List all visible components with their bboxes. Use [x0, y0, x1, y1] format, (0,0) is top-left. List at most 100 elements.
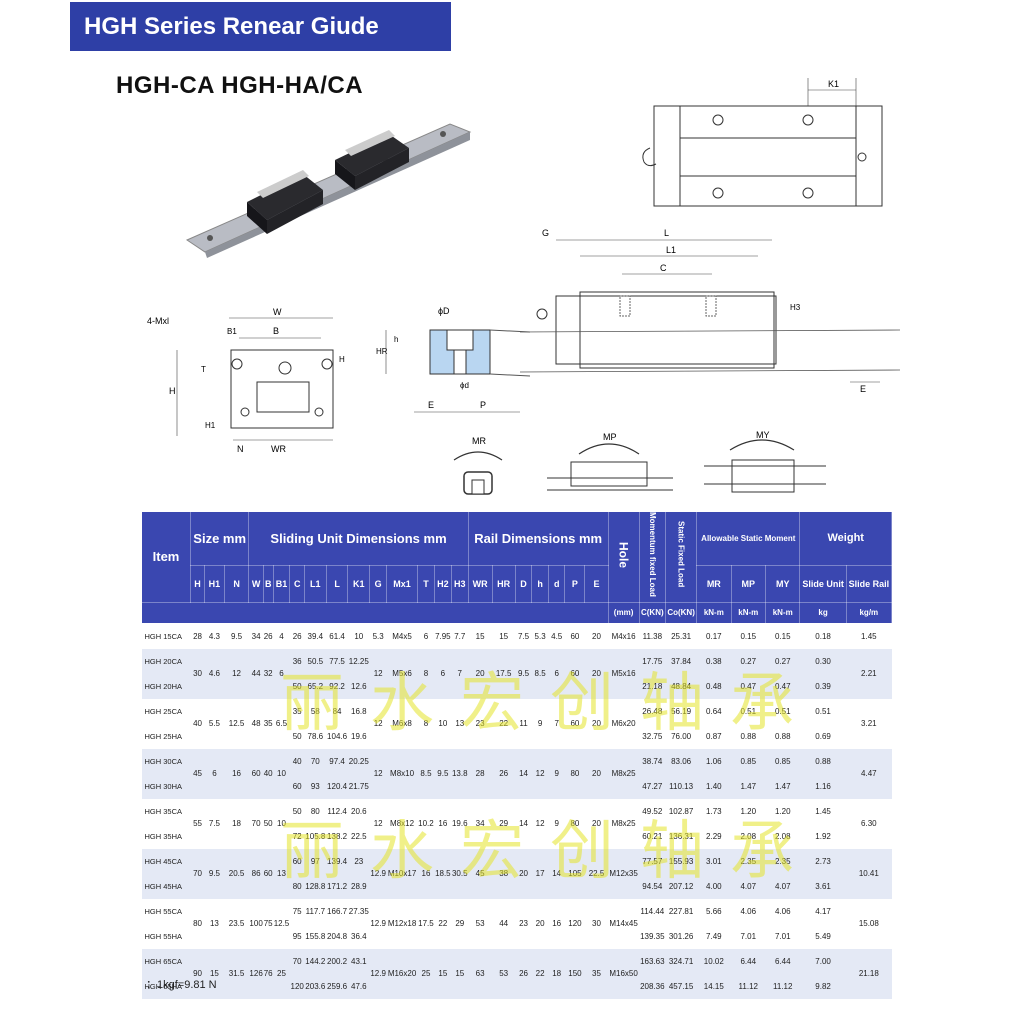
- header-momentum: Momentum fixed Load: [638, 511, 667, 603]
- table-cell: 16: [438, 819, 448, 829]
- table-cell: 259.6: [326, 973, 348, 999]
- table-cell: M8x12: [390, 819, 415, 829]
- table-cell: 23.5: [228, 919, 245, 929]
- table-cell: 1.45: [861, 631, 877, 641]
- table-cell: 17.5: [492, 648, 516, 699]
- table-cell: 9.5: [515, 648, 532, 699]
- table-cell: 4.5: [551, 631, 563, 641]
- table-cell: 150: [564, 948, 585, 999]
- table-cell: 70: [289, 948, 305, 974]
- table-cell: 7.95: [435, 631, 451, 641]
- table-cell: 6.5: [275, 719, 288, 729]
- table-cell: 9.5: [231, 631, 243, 641]
- table-cell: 39.4: [307, 631, 324, 641]
- item-cell: HGH 20CA: [141, 648, 191, 674]
- table-cell: 47.6: [347, 973, 370, 999]
- table-cell: 12.5: [228, 719, 245, 729]
- svg-text:MY: MY: [756, 430, 770, 440]
- table-cell: M4x5: [392, 631, 412, 641]
- table-cell: 9.82: [799, 973, 847, 999]
- table-cell: 48: [251, 719, 261, 729]
- table-cell: 20: [592, 819, 601, 829]
- product-photo: [185, 123, 472, 258]
- table-cell: 10.2: [418, 819, 434, 829]
- header-size: Size mm: [189, 511, 250, 566]
- svg-text:H: H: [169, 386, 176, 396]
- table-cell: 15: [499, 631, 509, 641]
- table-cell: M5x6: [386, 648, 418, 699]
- item-cell: HGH 45CA: [141, 848, 191, 874]
- table-cell: 2.35: [765, 848, 800, 874]
- table-cell: 53: [492, 948, 516, 999]
- table-cell: 77.57: [639, 848, 666, 874]
- table-cell: 0.88: [799, 748, 847, 774]
- table-cell: 15.08: [858, 919, 879, 929]
- table-cell: 32.75: [642, 731, 663, 741]
- col-mx1: Mx1: [386, 564, 418, 603]
- col-c: C: [289, 564, 305, 603]
- table-cell: 204.8: [327, 931, 348, 941]
- table-cell: 21.18: [639, 673, 666, 699]
- table-cell: 12: [369, 748, 387, 799]
- table-cell: 83.06: [665, 748, 697, 774]
- col-t: T: [417, 564, 435, 603]
- col-hole-unit: (mm): [607, 601, 640, 624]
- table-cell: 6.44: [731, 948, 766, 974]
- col-e: E: [584, 564, 609, 603]
- series-subtitle: HGH-CA HGH-HA/CA: [116, 72, 364, 99]
- table-cell: 80: [564, 748, 585, 799]
- table-cell: 78.6: [307, 731, 324, 741]
- front-view-drawing: 4-Mxl W B1 B T H2 H H1 N WR: [147, 307, 345, 454]
- table-cell: 2.73: [799, 848, 847, 874]
- table-cell: 0.38: [696, 648, 732, 674]
- table-cell: 60: [248, 748, 264, 799]
- table-cell: 12: [369, 648, 387, 699]
- table-cell: 28: [193, 631, 202, 641]
- svg-text:MP: MP: [603, 432, 617, 442]
- col-c-kn: C(KN): [638, 601, 667, 624]
- table-cell: 7.5: [208, 819, 220, 829]
- table-cell: 92.2: [326, 673, 348, 699]
- table-cell: 90: [190, 948, 205, 999]
- table-cell: 0.39: [799, 673, 847, 699]
- table-cell: 34: [475, 819, 485, 829]
- table-cell: 0.27: [731, 648, 766, 674]
- svg-text:4-Mxl: 4-Mxl: [147, 316, 169, 326]
- table-cell: 11: [519, 719, 528, 729]
- table-cell: 25: [273, 948, 290, 999]
- col-mr: MR: [696, 564, 732, 603]
- col-hr: HR: [491, 564, 516, 603]
- table-cell: 166.7: [327, 906, 348, 916]
- table-cell: 60: [289, 848, 305, 874]
- table-cell: 1.20: [774, 806, 791, 816]
- table-cell: 0.18: [815, 631, 831, 641]
- table-cell: 20.6: [351, 806, 367, 816]
- table-cell: 17.5: [418, 919, 434, 929]
- table-cell: 12.5: [273, 919, 290, 929]
- table-cell: 0.15: [774, 631, 791, 641]
- table-cell: 0.27: [765, 648, 800, 674]
- table-cell: 114.44: [640, 906, 665, 916]
- table-cell: 10: [273, 748, 290, 799]
- table-cell: 4.07: [731, 873, 766, 899]
- header-static-fixed: Static Fixed Load: [665, 511, 698, 603]
- table-cell: 163.63: [639, 948, 666, 974]
- table-cell: 9: [537, 719, 543, 729]
- table-cell: 11.38: [642, 631, 663, 641]
- table-cell: 0.51: [815, 706, 831, 716]
- table-cell: 80: [289, 873, 305, 899]
- table-cell: 5.49: [815, 931, 831, 941]
- item-cell: HGH 30CA: [141, 748, 191, 774]
- table-cell: 9.5: [434, 748, 452, 799]
- table-cell: 0.51: [740, 706, 757, 716]
- table-cell: 138.2: [327, 831, 348, 841]
- table-cell: 75: [292, 906, 302, 916]
- table-cell: 6: [273, 648, 290, 699]
- rail-section-drawing: ϕD h HR ϕd E P: [376, 306, 530, 413]
- table-cell: 120.4: [326, 773, 348, 799]
- table-cell: 2.35: [731, 848, 766, 874]
